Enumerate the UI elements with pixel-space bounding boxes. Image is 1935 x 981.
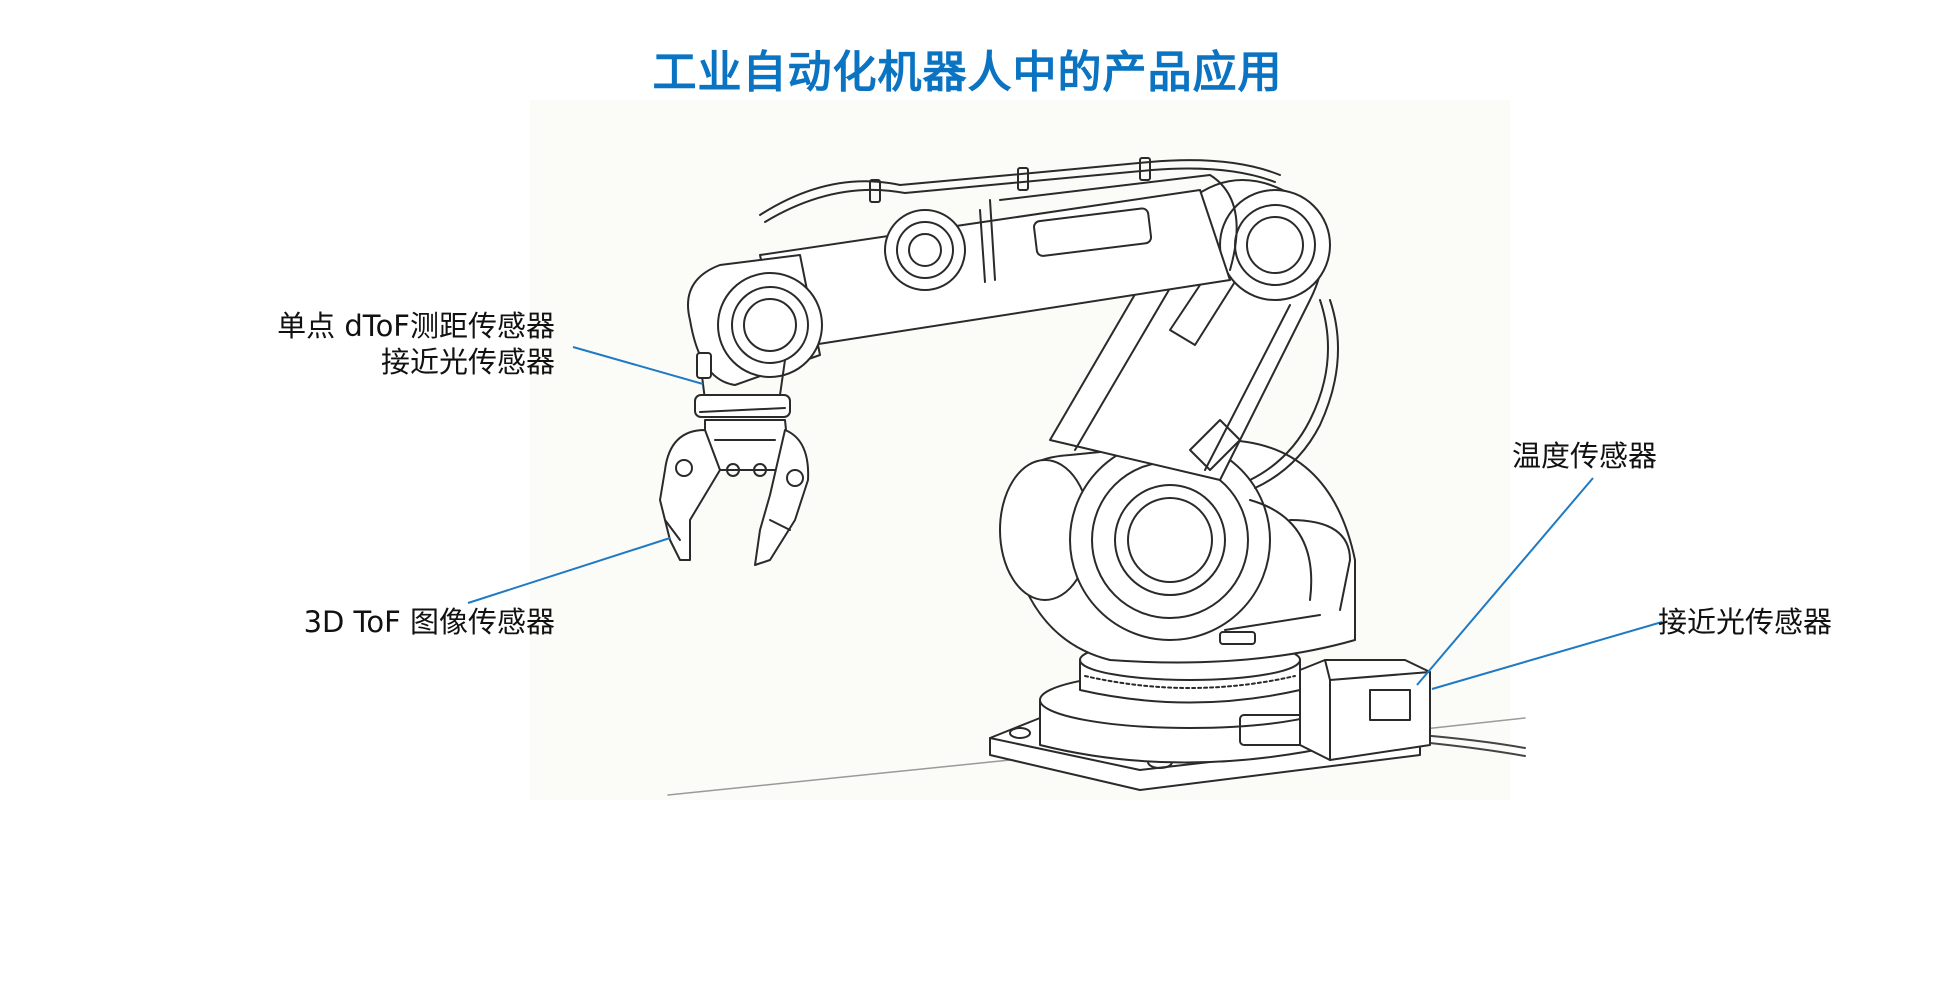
leader-line-proximity xyxy=(1431,621,1663,690)
callout-base-proximity-label: 接近光传感器 xyxy=(1658,605,1833,639)
robot-forearm xyxy=(759,157,1281,351)
robot-wrist xyxy=(687,254,823,418)
callout-temperature-label: 温度传感器 xyxy=(1512,439,1658,473)
callout-3d-tof-label: 3D ToF 图像传感器 xyxy=(303,605,555,639)
robot-base xyxy=(989,639,1421,791)
callout-gripper-proximity-text: 接近光传感器 xyxy=(380,345,555,379)
page-title: 工业自动化机器人中的产品应用 xyxy=(652,47,1283,98)
floor-line xyxy=(667,759,1011,796)
callout-lines xyxy=(467,346,1663,690)
leader-line-temperature xyxy=(1416,477,1594,686)
sensor-box xyxy=(1299,659,1431,761)
robot-shoulder xyxy=(999,439,1356,664)
robot-upper-arm xyxy=(1049,179,1339,489)
callout-dtof-proximity-label: 单点 dToF测距传感器 接近光传感器 xyxy=(150,308,555,380)
leader-line-3dtof xyxy=(467,537,671,604)
leader-line-dtof xyxy=(572,346,704,385)
robot-arm-drawing xyxy=(659,157,1526,796)
robot-gripper xyxy=(659,419,810,566)
callout-dtof-text: 单点 dToF测距传感器 xyxy=(277,309,555,343)
